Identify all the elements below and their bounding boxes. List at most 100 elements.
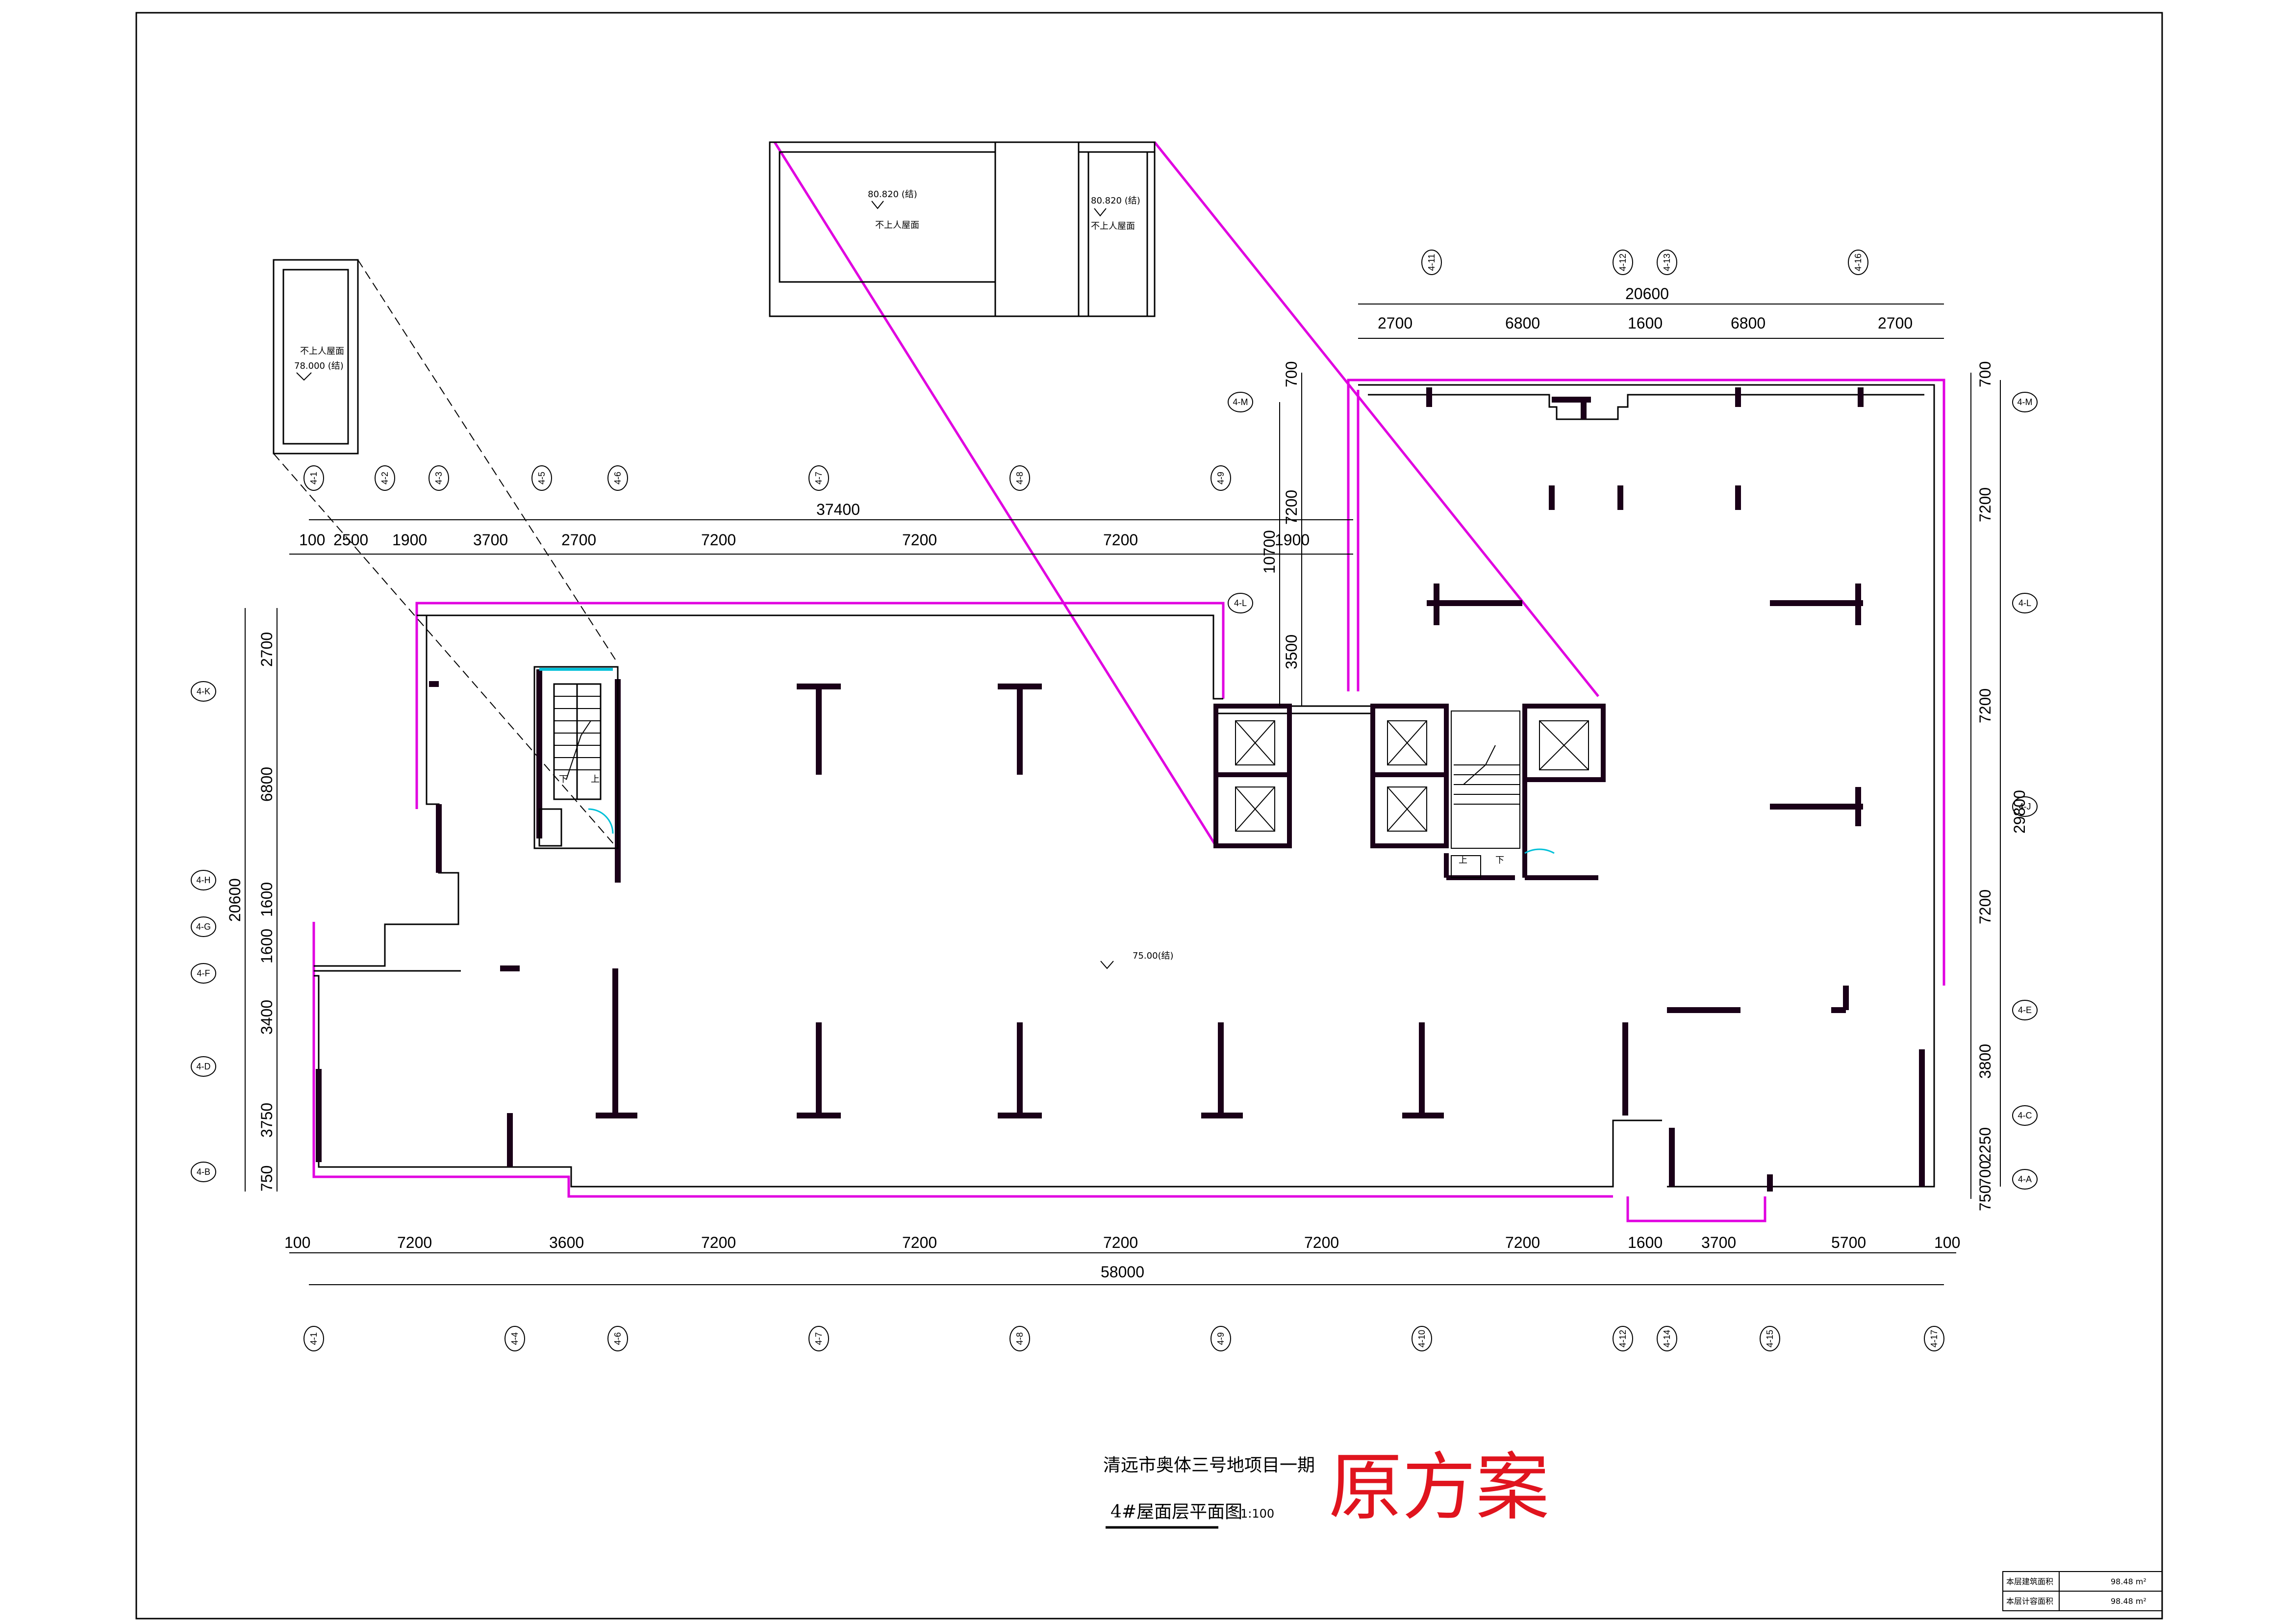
dim-tr-0: 2700 bbox=[1378, 314, 1412, 332]
axis-rl-2: 4-A bbox=[2018, 1174, 2032, 1184]
floor-elevation: 75.00(结) bbox=[1133, 951, 1174, 961]
dimension-lines bbox=[245, 304, 2001, 1285]
elevator-core bbox=[1213, 704, 1606, 880]
dim-tr-total: 20600 bbox=[1625, 285, 1669, 303]
dim-b-8: 1600 bbox=[1628, 1234, 1663, 1251]
dimension-texts: 100 2500 1900 3700 2700 7200 7200 7200 1… bbox=[284, 285, 1960, 1281]
roof-left-label: 不上人屋面 bbox=[300, 346, 344, 356]
dim-b-0: 100 bbox=[284, 1234, 310, 1251]
left-stairwell bbox=[533, 666, 619, 849]
dim-r-3: 7200 bbox=[1976, 889, 1994, 924]
axis-b-5: 4-9 bbox=[1216, 1332, 1226, 1345]
dim-l-2: 1600 bbox=[258, 882, 276, 917]
axis-tl-0: 4-1 bbox=[309, 472, 319, 484]
dim-r-7: 750 bbox=[1976, 1185, 1994, 1211]
axis-b-8: 4-14 bbox=[1662, 1330, 1672, 1347]
dim-b-11: 100 bbox=[1934, 1234, 1960, 1251]
axis-l-1: 4-H bbox=[196, 875, 210, 885]
dim-tl-1: 2500 bbox=[333, 531, 368, 549]
axis-m-1: 4-L bbox=[1234, 598, 1247, 608]
dim-l-3: 1600 bbox=[258, 929, 276, 964]
dim-m-2: 3500 bbox=[1283, 634, 1300, 669]
dim-tr-4: 2700 bbox=[1878, 314, 1913, 332]
axis-tl-6: 4-8 bbox=[1015, 472, 1025, 484]
structural-walls bbox=[316, 387, 1925, 1192]
area-row-value-1: 98.48 m² bbox=[2111, 1597, 2146, 1606]
axis-tr-1: 4-12 bbox=[1618, 254, 1628, 271]
axis-tl-7: 4-9 bbox=[1216, 472, 1226, 484]
building-walls bbox=[314, 384, 1935, 1188]
roof-projection-lines bbox=[273, 259, 616, 846]
dim-m-total: 10700 bbox=[1261, 530, 1278, 574]
dim-tl-7: 7200 bbox=[1103, 531, 1138, 549]
roof-left-elevation: 78.000 (结) bbox=[294, 361, 344, 371]
axis-ru-0: 4-M bbox=[2018, 397, 2033, 407]
title-block: 清远市奥体三号地项目一期 4#屋面层平面图 1:100 原方案 bbox=[1103, 1445, 1549, 1530]
roof-top-elevation-2: 80.820 (结) bbox=[1091, 196, 1140, 206]
area-row-value-0: 98.48 m² bbox=[2111, 1577, 2146, 1586]
dim-tl-6: 7200 bbox=[902, 531, 937, 549]
stair-left-down: 下 bbox=[559, 774, 568, 785]
axis-b-0: 4-1 bbox=[309, 1332, 319, 1345]
grid-axis-bubbles bbox=[191, 250, 2038, 1351]
dim-m-1: 7200 bbox=[1283, 490, 1300, 525]
roof-block-left bbox=[273, 259, 359, 455]
dim-tl-5: 7200 bbox=[701, 531, 736, 549]
axis-tr-2: 4-13 bbox=[1662, 254, 1672, 271]
axis-tl-2: 4-3 bbox=[434, 472, 444, 484]
drawing-name: 4#屋面层平面图 bbox=[1110, 1502, 1242, 1522]
dim-tl-2: 1900 bbox=[392, 531, 427, 549]
axis-l-5: 4-B bbox=[197, 1167, 210, 1177]
axis-rl-1: 4-C bbox=[2018, 1111, 2032, 1120]
axis-l-3: 4-F bbox=[197, 968, 210, 978]
axis-b-1: 4-4 bbox=[510, 1332, 520, 1345]
dim-l-total: 20600 bbox=[226, 878, 244, 922]
dim-tl-4: 2700 bbox=[561, 531, 596, 549]
axis-b-10: 4-17 bbox=[1929, 1330, 1939, 1347]
dim-l-6: 750 bbox=[258, 1166, 276, 1192]
drawing-scale: 1:100 bbox=[1240, 1507, 1274, 1521]
axis-tr-3: 4-16 bbox=[1853, 254, 1863, 271]
dim-tr-1: 6800 bbox=[1505, 314, 1540, 332]
area-row-label-1: 本层计容面积 bbox=[2006, 1597, 2053, 1606]
axis-l-2: 4-G bbox=[196, 922, 211, 932]
dim-tl-8: 1900 bbox=[1275, 531, 1310, 549]
dim-l-1: 6800 bbox=[258, 767, 276, 802]
dim-tl-0: 100 bbox=[299, 531, 325, 549]
dim-r-0: 700 bbox=[1976, 361, 1994, 387]
axis-b-6: 4-10 bbox=[1417, 1330, 1427, 1347]
axis-tl-5: 4-7 bbox=[814, 472, 824, 484]
dim-r-total: 29800 bbox=[2011, 790, 2028, 834]
revision-stamp: 原方案 bbox=[1329, 1445, 1549, 1530]
axis-l-4: 4-D bbox=[196, 1062, 210, 1071]
vertical-dimension-texts: 2700 6800 1600 1600 3400 3750 750 20600 … bbox=[226, 361, 2028, 1211]
axis-b-4: 4-8 bbox=[1015, 1332, 1025, 1345]
dim-b-5: 7200 bbox=[1103, 1234, 1138, 1251]
dim-l-4: 3400 bbox=[258, 1000, 276, 1035]
stair-core-down: 下 bbox=[1495, 855, 1504, 865]
axis-rl-0: 4-E bbox=[2018, 1005, 2032, 1015]
elevation-markers bbox=[296, 201, 1114, 969]
dim-b-9: 3700 bbox=[1701, 1234, 1736, 1251]
axis-b-2: 4-6 bbox=[613, 1332, 623, 1345]
axis-tl-1: 4-2 bbox=[380, 472, 390, 484]
axis-tl-4: 4-6 bbox=[613, 472, 623, 484]
roof-outline bbox=[312, 141, 1945, 1222]
dim-b-3: 7200 bbox=[701, 1234, 736, 1251]
dim-tr-3: 6800 bbox=[1731, 314, 1765, 332]
axis-b-9: 4-15 bbox=[1765, 1330, 1775, 1347]
axis-labels: 4-1 4-2 4-3 4-5 4-6 4-7 4-8 4-9 4-11 4-1… bbox=[196, 254, 2033, 1347]
dim-r-1: 7200 bbox=[1976, 487, 1994, 522]
elevator-cars bbox=[1235, 710, 1589, 878]
axis-b-3: 4-7 bbox=[814, 1332, 824, 1345]
dim-tl-total: 37400 bbox=[816, 501, 860, 518]
axis-l-0: 4-K bbox=[197, 686, 210, 696]
drawing-frame bbox=[135, 12, 2163, 1620]
dim-b-4: 7200 bbox=[902, 1234, 937, 1251]
stair-core-up: 上 bbox=[1459, 855, 1467, 865]
area-row-label-0: 本层建筑面积 bbox=[2006, 1577, 2053, 1586]
dim-b-total: 58000 bbox=[1101, 1263, 1144, 1281]
axis-b-7: 4-12 bbox=[1618, 1330, 1628, 1347]
dim-tl-3: 3700 bbox=[473, 531, 508, 549]
